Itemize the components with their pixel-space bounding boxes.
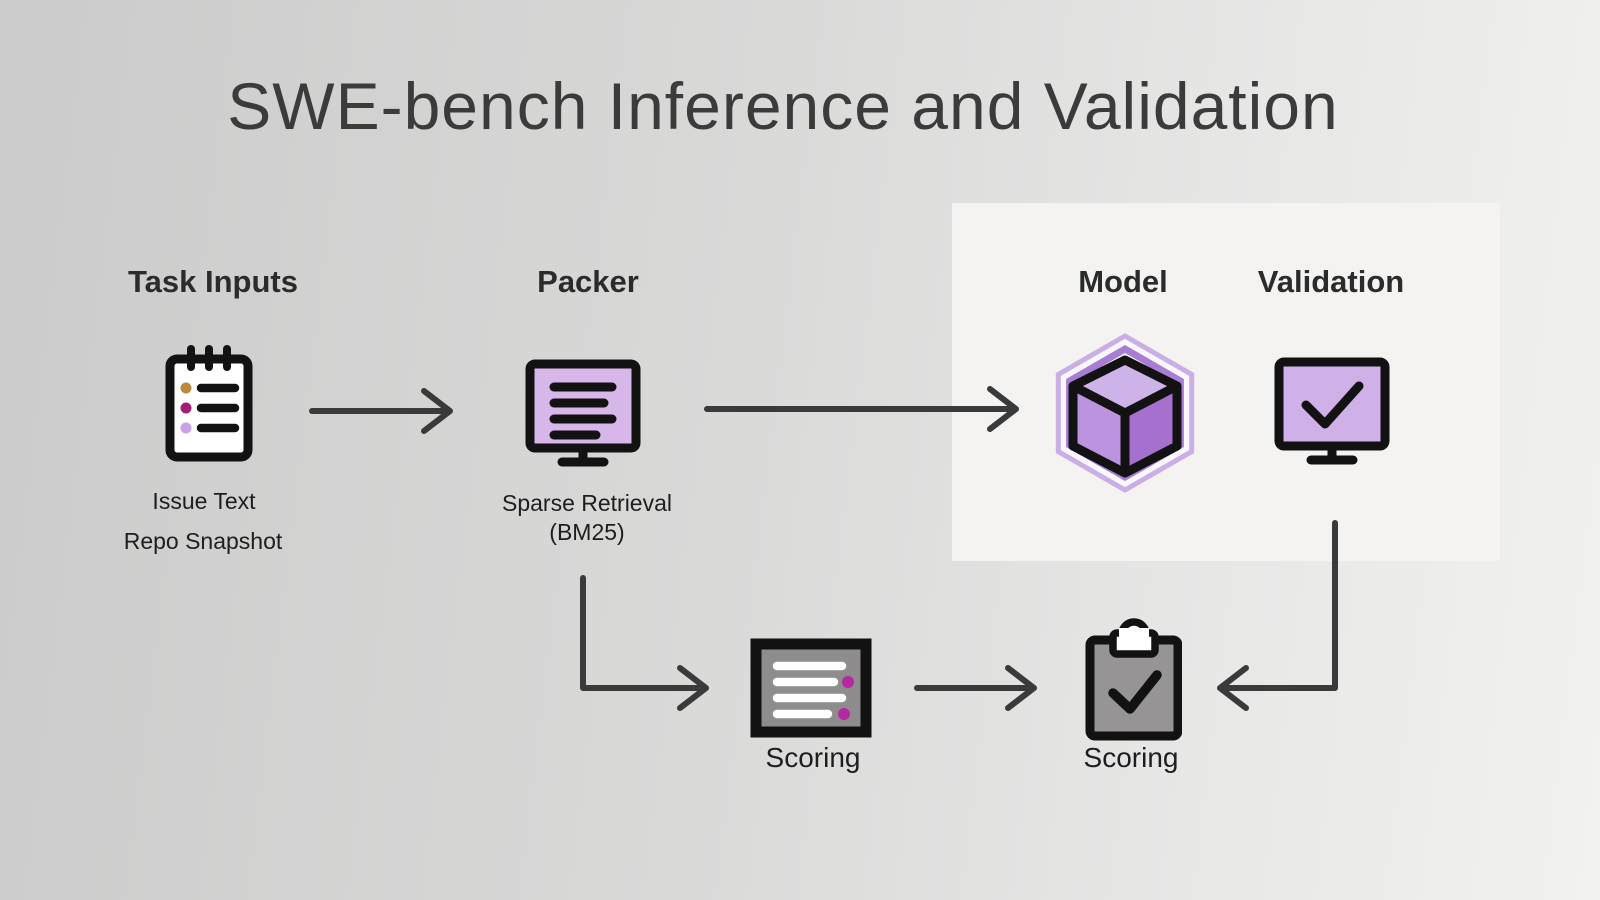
clipboard-check-icon — [1082, 612, 1182, 744]
task-inputs-label: Task Inputs — [128, 264, 298, 299]
scoring-report-label: Scoring — [765, 742, 861, 773]
validation-label: Validation — [1257, 264, 1405, 299]
arrow-task-inputs-to-packer — [309, 388, 453, 434]
monitor-text-icon — [524, 358, 642, 470]
notepad-icon — [161, 342, 255, 464]
model-label: Model — [1078, 264, 1168, 299]
task-inputs-sublabel-issue-text: Issue Text — [152, 488, 256, 514]
task-inputs-sublabel-repo-snapshot: Repo Snapshot — [123, 528, 283, 554]
arrow-scoring-report-to-scoring-clipboard — [914, 665, 1037, 711]
model-validation-panel — [952, 203, 1500, 561]
cube-hexagon-icon — [1045, 328, 1205, 498]
packer-label: Packer — [537, 264, 639, 299]
scoring-clipboard-label: Scoring — [1083, 742, 1179, 773]
packer-sublabel-bm25: (BM25) — [549, 519, 625, 545]
arrow-packer-to-scoring-report — [580, 575, 709, 711]
packer-sublabel-sparse-retrieval: Sparse Retrieval — [501, 490, 673, 516]
monitor-check-icon — [1273, 356, 1391, 468]
diagram-title: SWE-bench Inference and Validation — [227, 69, 1339, 143]
report-lines-icon — [750, 638, 872, 738]
